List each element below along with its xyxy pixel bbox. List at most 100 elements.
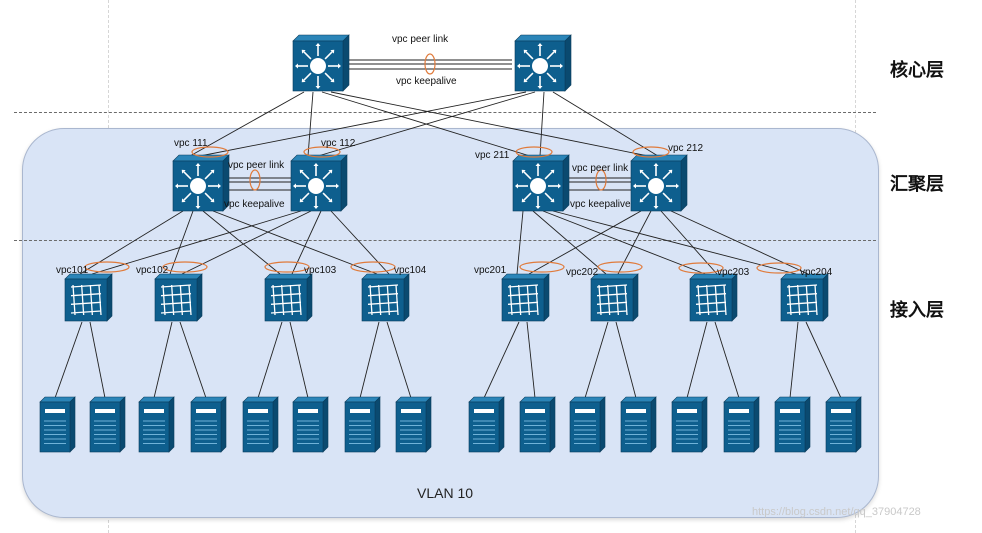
link-line [179, 321, 207, 399]
switch-arrow-line [641, 192, 650, 201]
vpc-ring [519, 261, 565, 273]
server-drive-slot [780, 409, 800, 413]
switch-arrow-head [517, 63, 520, 69]
switch-arrow-line [324, 51, 333, 60]
access-switch-grid-line [695, 293, 727, 297]
link-line [291, 210, 322, 275]
switch-arrow-line [322, 171, 331, 180]
switch-arrow-line [324, 72, 333, 81]
vpc-ring [678, 262, 724, 274]
switch-arrow-head [521, 169, 526, 174]
server-icon [89, 396, 126, 453]
access-switch-grid-line [814, 284, 818, 316]
switch-arrow-head [315, 86, 321, 89]
server-drive-slot [144, 409, 164, 413]
switch-arrow-head [523, 49, 528, 54]
server-drive-slot [729, 409, 749, 413]
vlan-label: VLAN 10 [417, 485, 474, 501]
access-switch-grid-line [188, 284, 192, 316]
access-switch-grid-line [615, 284, 619, 316]
server-icon [138, 396, 175, 453]
agg-left-peer-link-ring [249, 169, 261, 191]
access-switch-grid-line [272, 284, 276, 316]
switch-arrow-line [303, 51, 312, 60]
server-top-face [620, 396, 657, 403]
switch-arrow-head [552, 78, 557, 83]
access-switch-grid-line [367, 310, 399, 314]
access-switch-grid-line [535, 284, 539, 316]
aggregation-access-divider [14, 240, 876, 241]
switch-arrow-head [515, 183, 518, 189]
device-layer [39, 34, 862, 453]
server-top-face [39, 396, 76, 403]
server-drive-slot [831, 409, 851, 413]
core-keepalive-label: vpc keepalive [396, 76, 457, 87]
link-line [516, 210, 524, 275]
switch-arrow-head [653, 163, 659, 166]
server-top-face [774, 396, 811, 403]
switch-arrow-head [328, 198, 333, 203]
server-icon [825, 396, 862, 453]
link-line [528, 210, 642, 275]
link-line [202, 210, 281, 275]
switch-arrow-head [181, 198, 186, 203]
server-top-face [395, 396, 432, 403]
server-drive-slot [474, 409, 494, 413]
server-drive-slot [677, 409, 697, 413]
server-drive-slot [575, 409, 595, 413]
access-switch-grid-line [89, 284, 93, 316]
server-top-face [569, 396, 606, 403]
server-top-face [519, 396, 556, 403]
layer-label-aggregation: 汇聚层 [890, 174, 944, 195]
server-drive-slot [248, 409, 268, 413]
server-icon [344, 396, 381, 453]
server-drive-slot [45, 409, 65, 413]
server-side-face [804, 396, 811, 453]
access-switch-icon [64, 273, 113, 322]
layer-label-access: 接入层 [890, 300, 944, 321]
server-icon [39, 396, 76, 453]
agg-left-vpc-a-label: vpc 111 [174, 138, 208, 149]
link-layer [54, 59, 842, 399]
server-icon [569, 396, 606, 453]
switch-side-face [340, 154, 348, 212]
switch-arrow-head [558, 183, 561, 189]
access-switch-grid-line [70, 284, 102, 288]
server-top-face [292, 396, 329, 403]
switch-arrow-line [204, 192, 213, 201]
switch-arrow-line [183, 192, 192, 201]
server-top-face [138, 396, 175, 403]
access-switch-icon [501, 273, 550, 322]
switch-arrow-head [336, 183, 339, 189]
access-switch-grid-line [270, 310, 302, 314]
access-switch-grid-line [72, 284, 76, 316]
server-side-face [119, 396, 126, 453]
switch-side-face [564, 34, 572, 92]
switch-side-face [680, 154, 688, 212]
link-line [289, 321, 309, 399]
switch-arrow-line [301, 192, 310, 201]
switch-arrow-head [537, 43, 543, 46]
access-switch-grid-line [270, 284, 302, 288]
access-switch-side-face [403, 273, 410, 322]
switch-arrow-head [195, 163, 201, 166]
server-drive-slot [401, 409, 421, 413]
switch-hub-circle [530, 178, 546, 194]
switch-arrow-head [293, 183, 296, 189]
server-side-face [549, 396, 556, 453]
server-icon [468, 396, 505, 453]
switch-arrow-head [523, 78, 528, 83]
access-switch-grid-line [298, 284, 302, 316]
switch-arrow-line [641, 171, 650, 180]
server-drive-slot [298, 409, 318, 413]
switch-arrow-head [299, 198, 304, 203]
switch-arrow-line [544, 192, 553, 201]
access-switch-grid-line [706, 284, 710, 316]
switch-arrow-head [301, 49, 306, 54]
access-switch-side-face [196, 273, 203, 322]
access-vpc-label: vpc204 [800, 267, 833, 278]
agg-left-vpc-b-label: vpc 112 [321, 138, 356, 149]
server-top-face [825, 396, 862, 403]
vpc-ring [597, 261, 643, 273]
